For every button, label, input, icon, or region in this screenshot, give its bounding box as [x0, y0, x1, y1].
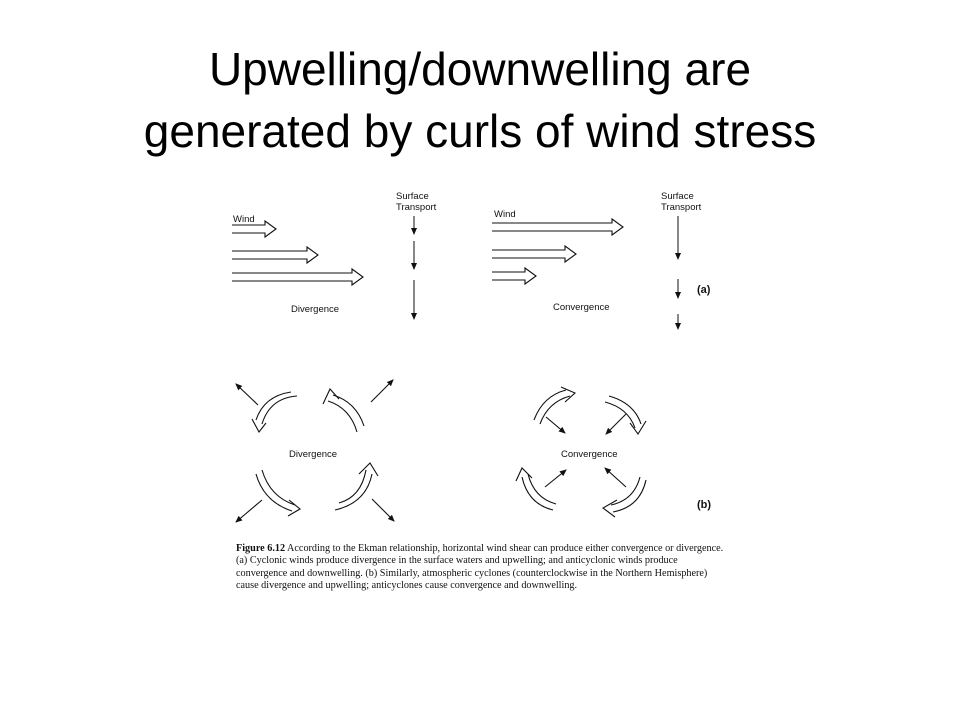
inflow-arrow-tr	[605, 413, 627, 435]
wind-arrow-medium	[232, 245, 319, 265]
anticyclone-arc-tr	[629, 420, 647, 435]
wind-label-left: Wind	[233, 214, 255, 225]
anticyclone-arc-tl	[560, 386, 577, 403]
transport-label-2-right: Transport	[661, 202, 702, 213]
panel-a-left: Wind Surface Transport Divergence	[232, 191, 437, 320]
caption-figure-label: Figure 6.12	[236, 543, 286, 554]
cyclone-arc-tr	[322, 388, 340, 405]
outflow-arrow-tl	[235, 383, 259, 406]
anticyclone-arc-br	[602, 499, 618, 518]
slide-title: Upwelling/downwelling are generated by c…	[0, 38, 960, 162]
cyclone-arc-br	[358, 462, 379, 477]
wind-arrow-medium-right	[492, 244, 577, 264]
cyclone-arc-tl	[261, 395, 298, 425]
panel-a-tag: (a)	[697, 284, 711, 296]
wind-arrow-short	[232, 219, 277, 239]
inflow-arrow-bl	[544, 469, 567, 488]
convergence-label-b: Convergence	[561, 449, 618, 460]
panel-a-right: Wind Surface Transport Convergence (a)	[492, 191, 711, 330]
divergence-label-b: Divergence	[289, 449, 337, 460]
wind-arrow-long	[232, 267, 364, 287]
panel-b-right	[515, 386, 647, 518]
inflow-arrow-tl	[545, 416, 566, 434]
inflow-arrow-br	[604, 467, 627, 488]
transport-label-1-left: Surface	[396, 191, 429, 202]
outflow-arrow-bl	[235, 499, 263, 523]
anticyclone-arc-bl	[515, 467, 533, 482]
convergence-label-a: Convergence	[553, 302, 610, 313]
figure-caption: Figure 6.12 According to the Ekman relat…	[236, 543, 726, 593]
transport-label-2-left: Transport	[396, 202, 437, 213]
title-line-2: generated by curls of wind stress	[143, 105, 817, 157]
panel-b-left	[235, 379, 395, 523]
transport-label-1-right: Surface	[661, 191, 694, 202]
cyclone-arc-bl	[287, 499, 301, 517]
divergence-label-a: Divergence	[291, 304, 339, 315]
title-line-1: Upwelling/downwelling are	[208, 43, 752, 95]
wind-label-right: Wind	[494, 209, 516, 220]
caption-text: According to the Ekman relationship, hor…	[236, 543, 724, 592]
outflow-arrow-tr	[370, 379, 394, 403]
outflow-arrow-br	[371, 498, 395, 522]
wind-arrow-short-right	[492, 266, 537, 286]
panel-b-tag: (b)	[697, 499, 711, 511]
wind-arrow-long-right	[492, 217, 624, 237]
